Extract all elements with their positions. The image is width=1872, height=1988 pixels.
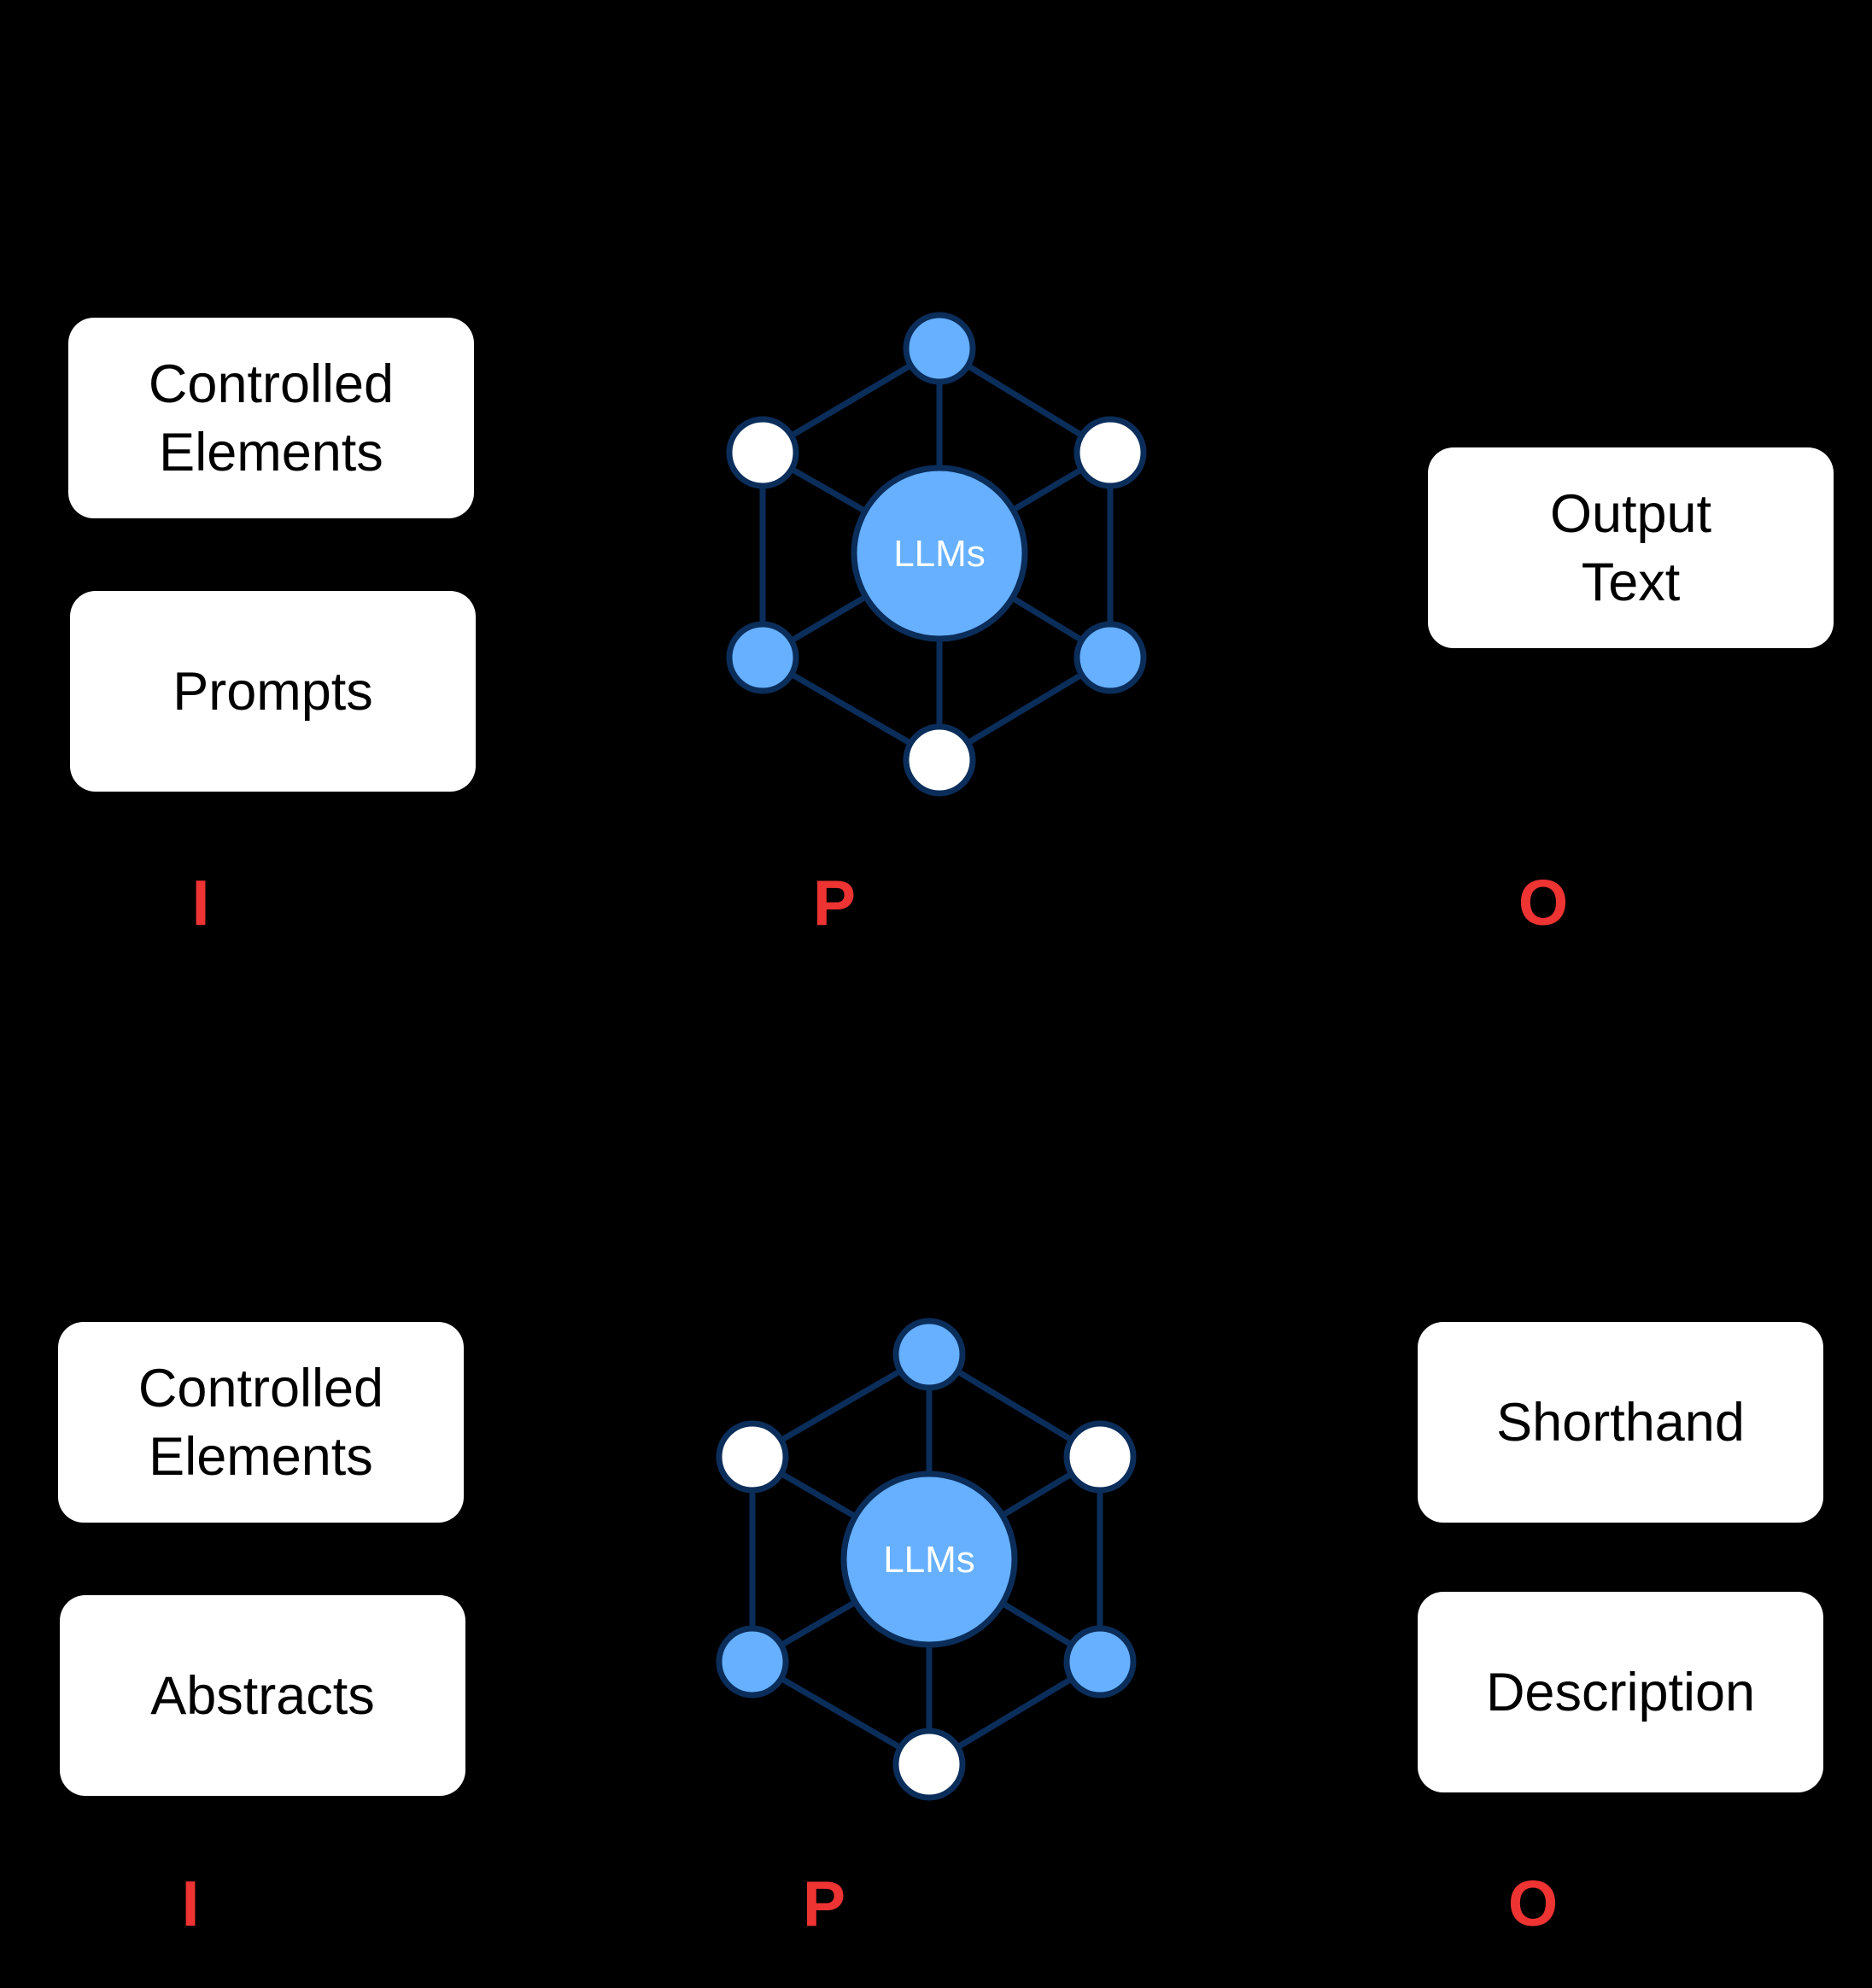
output-label: Output Text — [1549, 483, 1712, 612]
node-white — [1063, 1420, 1137, 1494]
input-box-abstracts: Abstracts — [60, 1595, 465, 1796]
input-label: Prompts — [173, 661, 373, 722]
network-nodes — [716, 1318, 1137, 1801]
node-blue — [1063, 1625, 1137, 1699]
stage-letter-output: O — [1507, 1868, 1559, 1939]
input-label: Controlled Elements — [148, 354, 395, 482]
llm-network-diagram: LLMs — [716, 1318, 1137, 1801]
output-box-output-text: Output Text — [1428, 447, 1834, 648]
stage-letter-input: I — [181, 1868, 200, 1939]
llm-center-node — [840, 1471, 1018, 1648]
llm-center-label: LLMs — [883, 1539, 975, 1581]
node-white — [716, 1420, 789, 1494]
node-blue — [716, 1625, 789, 1699]
node-white — [903, 723, 976, 797]
output-box-description: Description — [1418, 1592, 1823, 1792]
node-white — [892, 1728, 966, 1801]
llm-center-label: LLMs — [893, 533, 986, 575]
output-label: Description — [1485, 1662, 1756, 1722]
node-white — [726, 416, 799, 489]
stage-letter-process: P — [802, 1868, 846, 1939]
stage-letter-output: O — [1518, 867, 1569, 938]
input-box-controlled-elements: Controlled Elements — [58, 1322, 464, 1523]
input-box-controlled-elements: Controlled Elements — [68, 318, 474, 518]
stage-letter-input: I — [191, 867, 210, 938]
node-white — [1073, 416, 1147, 489]
network-nodes — [726, 312, 1147, 797]
llm-network-diagram: LLMs — [726, 312, 1147, 797]
output-box-shorthand: Shorthand — [1418, 1322, 1823, 1523]
node-blue — [903, 312, 976, 385]
top-panel: Controlled Elements Prompts — [68, 312, 1834, 938]
node-blue — [1073, 621, 1147, 694]
input-label: Abstracts — [150, 1665, 375, 1726]
output-label: Shorthand — [1496, 1392, 1745, 1453]
input-box-prompts: Prompts — [70, 591, 476, 792]
input-label: Controlled Elements — [137, 1358, 384, 1487]
llm-center-node — [851, 465, 1028, 642]
node-blue — [726, 621, 799, 694]
stage-letter-process: P — [812, 867, 857, 938]
node-blue — [892, 1318, 966, 1391]
bottom-panel: Controlled Elements Abstracts — [0, 994, 1872, 1988]
